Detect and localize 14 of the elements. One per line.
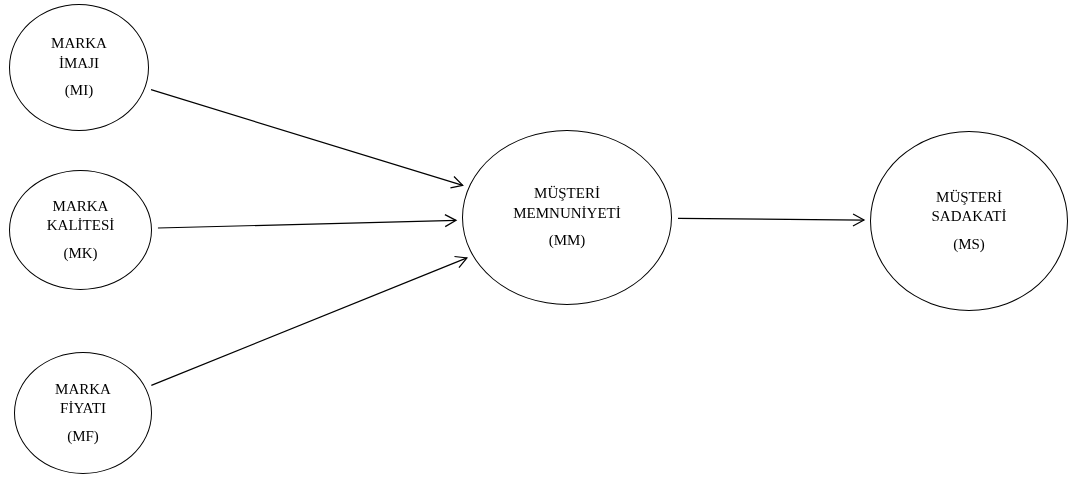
node-label: MÜŞTERİ MEMNUNİYETİ bbox=[512, 184, 622, 223]
node-label: MARKA İMAJI bbox=[50, 34, 108, 73]
arrow bbox=[677, 213, 865, 227]
arrow bbox=[157, 214, 457, 229]
node-label: (MM) bbox=[548, 231, 586, 251]
node-label: (MK) bbox=[63, 243, 98, 263]
arrow bbox=[150, 255, 468, 386]
node-label: (MS) bbox=[953, 234, 985, 254]
node-label: MARKA KALİTESİ bbox=[45, 196, 116, 236]
node-label: MÜŞTERİ SADAKATİ bbox=[930, 187, 1008, 227]
node-label: (MF) bbox=[67, 426, 99, 446]
arrow bbox=[150, 89, 464, 189]
node-label: MARKA FİYATI bbox=[54, 379, 112, 419]
node-label: (MI) bbox=[64, 81, 94, 101]
